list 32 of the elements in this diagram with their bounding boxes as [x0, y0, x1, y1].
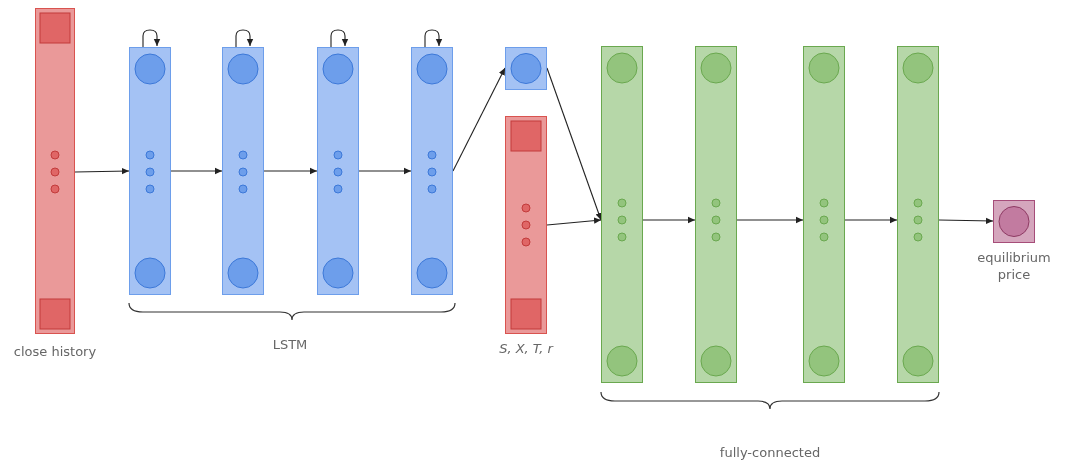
- arrow: [546, 67, 602, 221]
- layer-bar: [803, 46, 845, 383]
- layer-bar: [222, 47, 264, 295]
- arrow: [263, 167, 318, 175]
- arrow: [170, 167, 223, 175]
- neuron-box: [993, 200, 1035, 243]
- layer-caption: close history: [12, 344, 98, 361]
- layer-bar: [505, 116, 547, 334]
- group-label: fully-connected: [718, 445, 822, 462]
- layer-caption: equilibrium price: [976, 250, 1052, 284]
- layer-bar: [317, 47, 359, 295]
- arrow: [642, 216, 696, 224]
- arrow: [330, 29, 349, 48]
- layer-bar: [601, 46, 643, 383]
- arrow: [452, 67, 506, 172]
- layer-bar: [411, 47, 453, 295]
- group-label: LSTM: [271, 337, 309, 354]
- arrow: [546, 217, 602, 226]
- layer-bar: [897, 46, 939, 383]
- arrow: [424, 29, 443, 48]
- layer-bar: [695, 46, 737, 383]
- arrow: [235, 29, 254, 48]
- arrow: [736, 216, 804, 224]
- arrow: [142, 29, 161, 48]
- arrow: [938, 217, 994, 225]
- arrow: [74, 167, 130, 175]
- layer-caption: S, X, T, r: [498, 341, 555, 358]
- arrow: [844, 216, 898, 224]
- neuron-box: [505, 47, 547, 90]
- layer-bar: [35, 8, 75, 334]
- arrow: [358, 167, 412, 175]
- layer-bar: [129, 47, 171, 295]
